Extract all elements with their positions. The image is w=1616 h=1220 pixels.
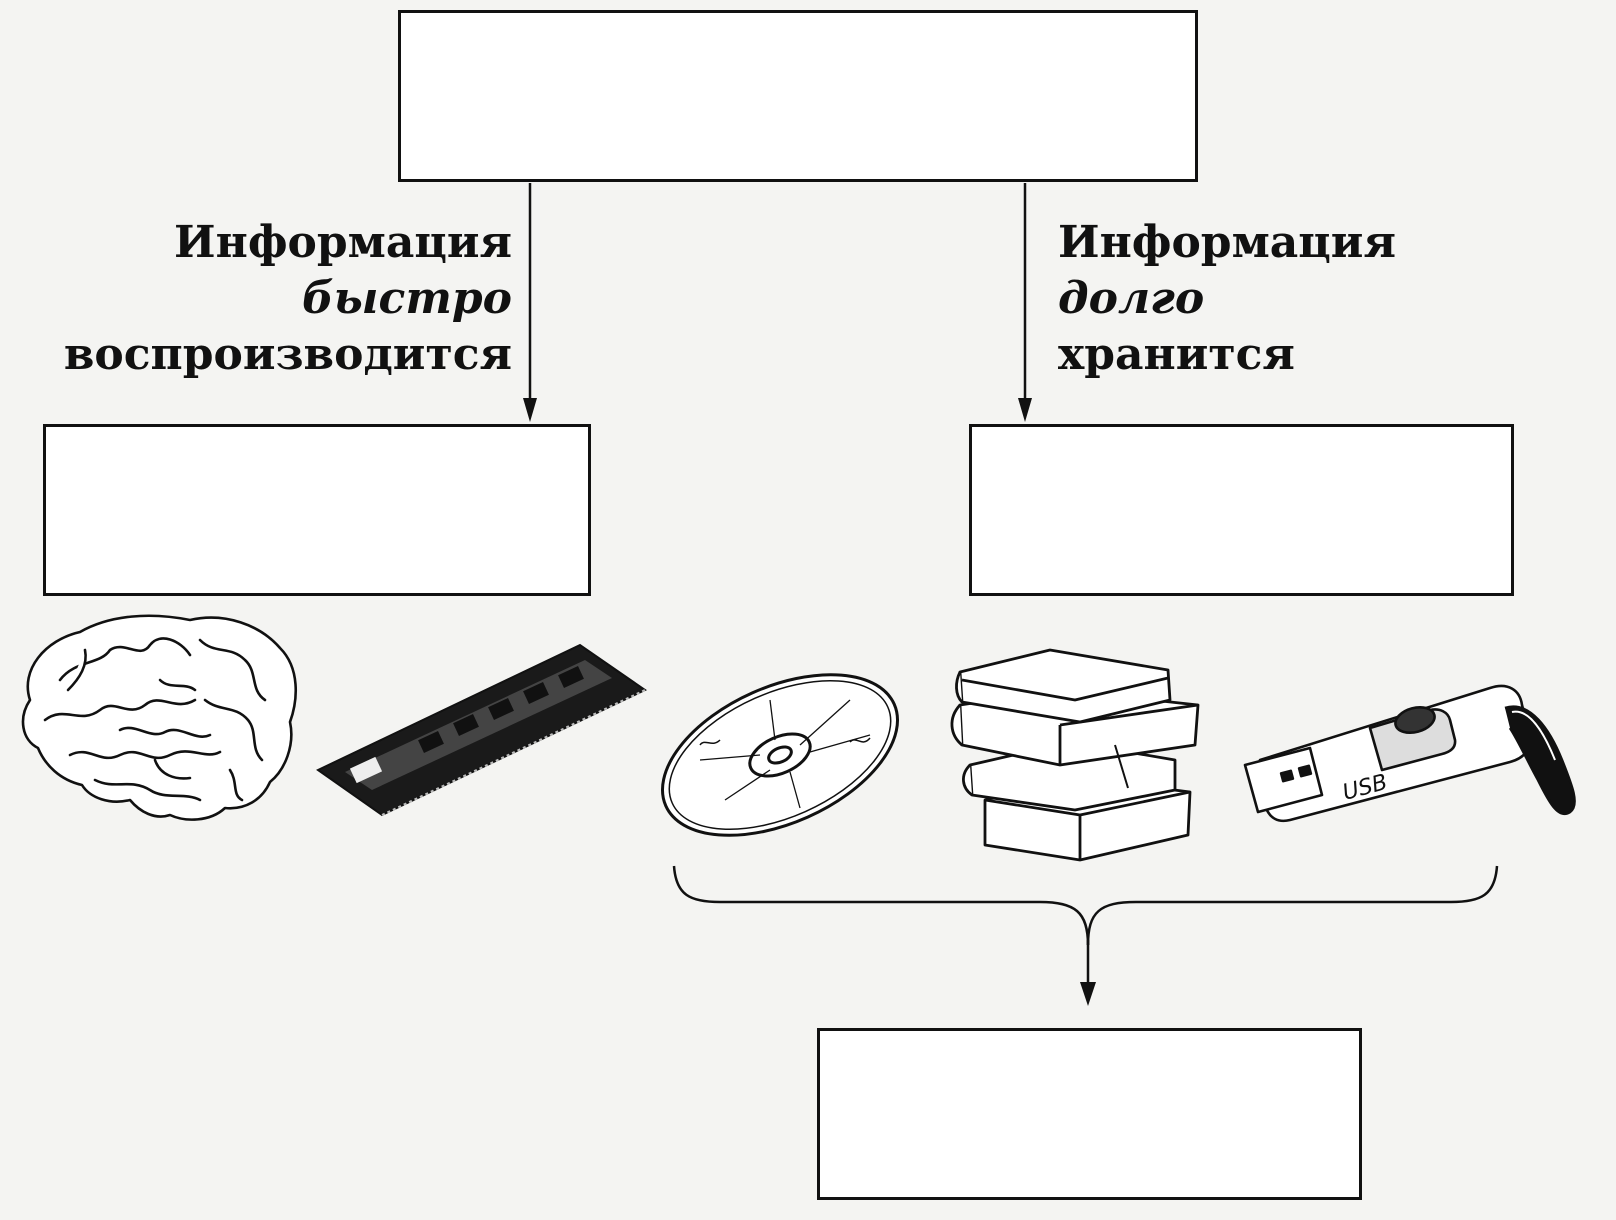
- bottom-box: [817, 1028, 1362, 1200]
- left-box: [43, 424, 591, 596]
- usb-flash-drive-icon: USB: [1243, 684, 1576, 823]
- memory-module-icon: [316, 643, 647, 817]
- disc-icon: [661, 673, 899, 837]
- right-arrow: [1018, 183, 1032, 422]
- right-arrow-label: Информация долго хранится: [1058, 217, 1396, 380]
- bottom-arrow: [1080, 940, 1096, 1006]
- grouping-brace: [672, 865, 1499, 946]
- brain-icon: [21, 614, 297, 821]
- books-icon: [950, 648, 1200, 862]
- top-box: [398, 10, 1198, 182]
- left-arrow-label: Информация быстро воспроизводится: [63, 217, 512, 380]
- left-arrow: [523, 183, 537, 422]
- right-box: [969, 424, 1514, 596]
